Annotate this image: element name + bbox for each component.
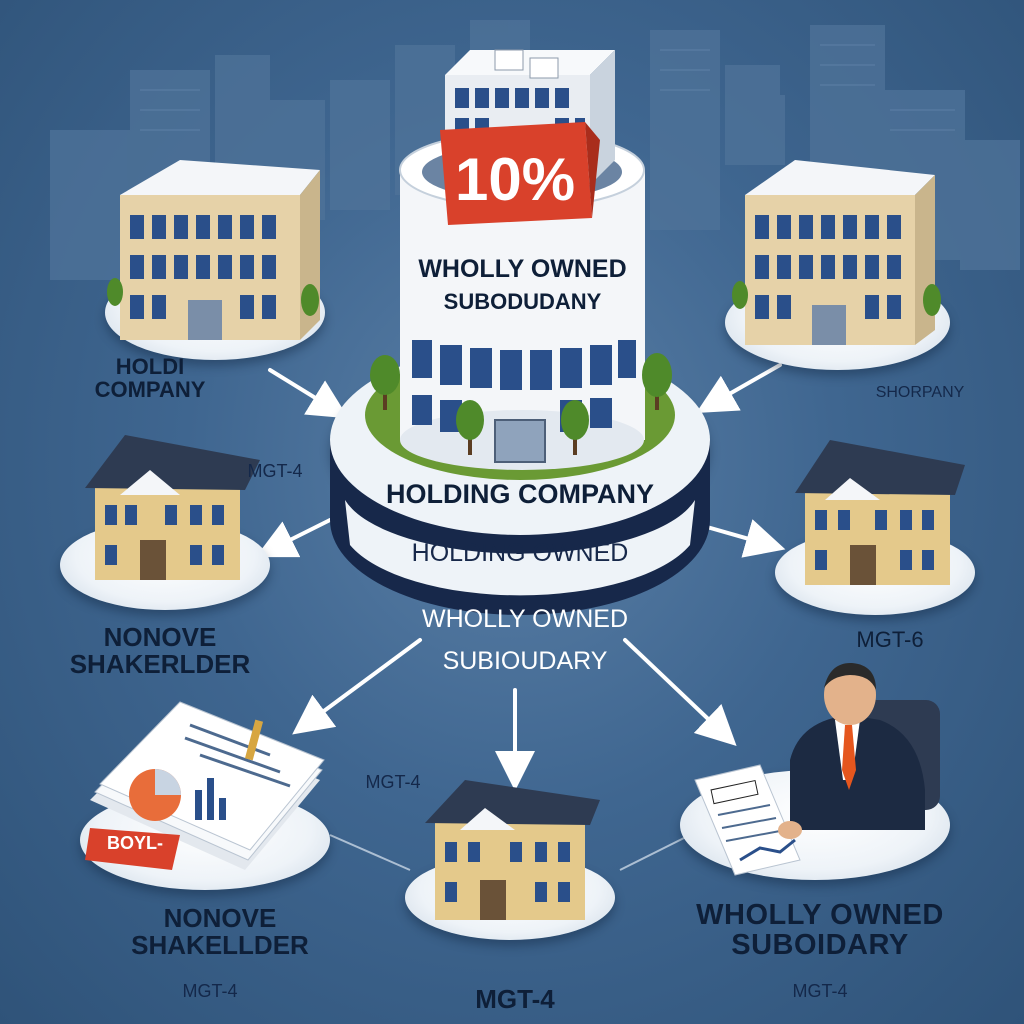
center-caption-line1: WHOLLY OWNED [421,605,629,633]
center-caption-line2: SUBIOUDARY [442,647,608,675]
tie [842,725,856,790]
tree-icons [370,353,672,455]
face [824,665,876,725]
arrow-mid-right [698,519,786,558]
tower-title-line2: SUBODUDANY [443,289,602,314]
mid-left-label-line1: NONOVE [103,622,217,652]
document-tag-text: BOYL- [107,833,163,853]
top-left-label: HOLDI COMPANY [60,355,240,401]
bottom-left-label: NONOVE SHAKELLDER [100,903,340,961]
bottom-right-label: WHOLLY OWNED SUBOIDARY [645,900,995,961]
tower-title-line1: WHOLLY OWNED [418,255,627,283]
top-right-label: SHORPANY [875,384,965,401]
arrow-mid-left [255,518,332,558]
pen-icon [244,719,264,761]
top-left-label-line1: HOLDI [115,354,185,379]
suit [790,715,925,830]
arrow-bottom-right [623,638,737,747]
mid-left-tag: MGT-4 [247,461,303,481]
document-tag [85,828,180,870]
ring-holding-company: HOLDING COMPANY [386,479,654,509]
ring-holding-owned: HOLDING OWNED [411,539,629,567]
bottom-left-label-line2: SHAKELLDER [131,930,309,961]
bottom-left-label-line1: NONOVE [163,903,277,933]
mid-left-label-line2: SHAKERLDER [69,649,251,680]
percentage-badge [440,122,592,225]
mid-right-tag: MGT-6 [856,627,924,652]
top-left-label-line2: COMPANY [94,377,206,403]
bottom-right-label-line3: MGT-4 [792,981,848,1001]
arrow-top-left [268,368,349,419]
arrow-top-right [696,363,782,413]
badge-percentage-text: 10% [454,146,576,213]
bottom-left-label-line3: MGT-4 [182,981,238,1001]
bottom-center-label: MGT-4 [475,984,555,1014]
bottom-right-label-line1: WHOLLY OWNED [696,899,944,931]
entrance-door [494,419,546,463]
bottom-right-label-line2: SUBOIDARY [731,929,909,962]
ring-light-band [345,500,695,596]
report-document [694,764,801,876]
bottom-left-tag: MGT-4 [365,772,421,792]
mid-left-label: NONOVE SHAKERLDER [40,622,280,680]
arrow-bottom-left [292,638,422,735]
